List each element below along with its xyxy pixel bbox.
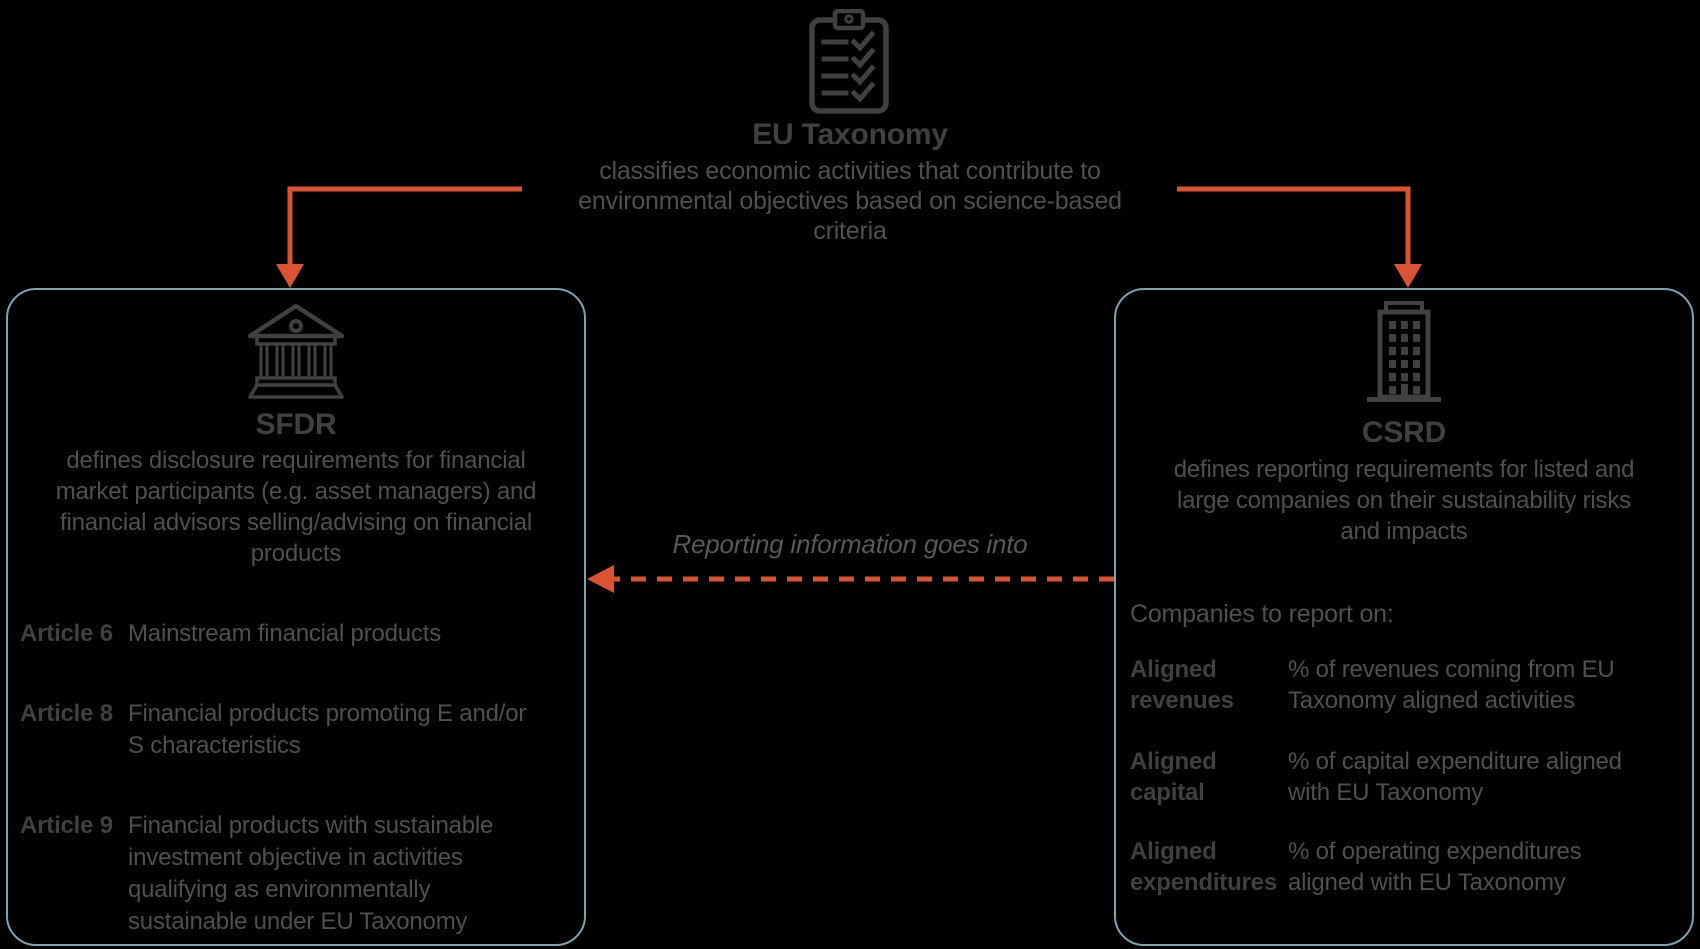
article-6-row: Article 6 Mainstream financial products bbox=[20, 618, 580, 650]
aligned-revenues-row: Aligned revenues % of revenues coming fr… bbox=[1130, 654, 1684, 716]
eu-taxonomy-title: EU Taxonomy bbox=[752, 118, 948, 151]
sfdr-description: defines disclosure requirements for fina… bbox=[55, 447, 537, 567]
article-6-label: Article 6 bbox=[20, 620, 113, 647]
csrd-description: defines reporting requirements for liste… bbox=[1173, 456, 1635, 545]
aligned-capital-label: Aligned capital bbox=[1130, 748, 1217, 806]
office-building-icon bbox=[1364, 300, 1444, 409]
bank-icon bbox=[246, 303, 346, 405]
aligned-capital-text: % of capital expenditure aligned with EU… bbox=[1288, 748, 1622, 806]
clipboard-checklist-icon bbox=[807, 8, 891, 115]
eu-taxonomy-to-csrd-arrow bbox=[1177, 186, 1422, 288]
aligned-expenditures-label: Aligned expenditures bbox=[1130, 838, 1277, 896]
csrd-title: CSRD bbox=[1361, 416, 1447, 449]
sfdr-title: SFDR bbox=[255, 408, 337, 441]
csrd-to-sfdr-dashed-arrow bbox=[587, 565, 1114, 593]
article-8-label: Article 8 bbox=[20, 700, 113, 727]
aligned-revenues-label: Aligned revenues bbox=[1130, 656, 1234, 714]
article-8-text: Financial products promoting E and/or S … bbox=[128, 700, 527, 759]
report-heading: Companies to report on: bbox=[1130, 600, 1394, 628]
aligned-expenditures-text: % of operating expenditures aligned with… bbox=[1288, 838, 1582, 896]
aligned-expenditures-row: Aligned expenditures % of operating expe… bbox=[1130, 836, 1684, 898]
eu-taxonomy-description: classifies economic activities that cont… bbox=[578, 157, 1122, 245]
csrd-panel: CSRD defines reporting requirements for … bbox=[1114, 288, 1694, 946]
article-9-row: Article 9 Financial products with sustai… bbox=[20, 810, 580, 938]
aligned-capital-row: Aligned capital % of capital expenditure… bbox=[1130, 746, 1684, 808]
article-9-label: Article 9 bbox=[20, 812, 113, 839]
connector-label: Reporting information goes into bbox=[672, 529, 1028, 559]
aligned-revenues-text: % of revenues coming from EU Taxonomy al… bbox=[1288, 656, 1615, 714]
sfdr-panel: SFDR defines disclosure requirements for… bbox=[6, 288, 586, 946]
article-8-row: Article 8 Financial products promoting E… bbox=[20, 698, 580, 762]
article-9-text: Financial products with sustainable inve… bbox=[128, 812, 494, 935]
eu-taxonomy-to-sfdr-arrow bbox=[276, 186, 522, 288]
article-6-text: Mainstream financial products bbox=[128, 620, 442, 647]
